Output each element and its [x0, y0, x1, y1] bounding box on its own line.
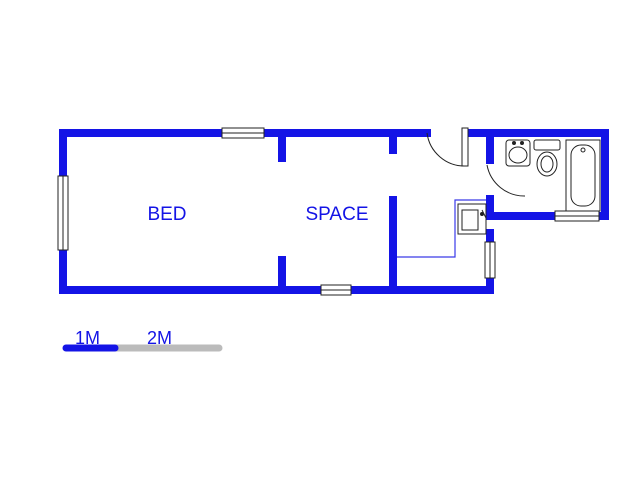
- toilet-icon: [533, 139, 561, 177]
- entrance-door: [426, 127, 469, 167]
- window-right-lower: [484, 241, 496, 279]
- basin-icon: [505, 139, 531, 167]
- scale-label-1m: 1M: [75, 328, 100, 348]
- scale-label-2m: 2M: [147, 328, 172, 348]
- room-label-space: SPACE: [305, 204, 368, 225]
- kitchen-sink-icon: [457, 203, 487, 235]
- interior-partitions: [396, 164, 526, 258]
- scale-bar: 1M 2M: [62, 328, 223, 352]
- window-bathroom-bottom: [554, 210, 600, 222]
- window-top: [221, 127, 265, 139]
- bathtub-icon: [565, 139, 601, 212]
- kitchenette-partition: [396, 199, 489, 258]
- window-left: [57, 175, 69, 251]
- room-label-bed: BED: [147, 204, 186, 225]
- door-swing-arc: [486, 164, 526, 197]
- windows: [57, 127, 600, 296]
- window-bottom: [320, 284, 352, 296]
- bathroom-fixtures: [505, 139, 601, 212]
- entrance-door-swing: [426, 132, 466, 167]
